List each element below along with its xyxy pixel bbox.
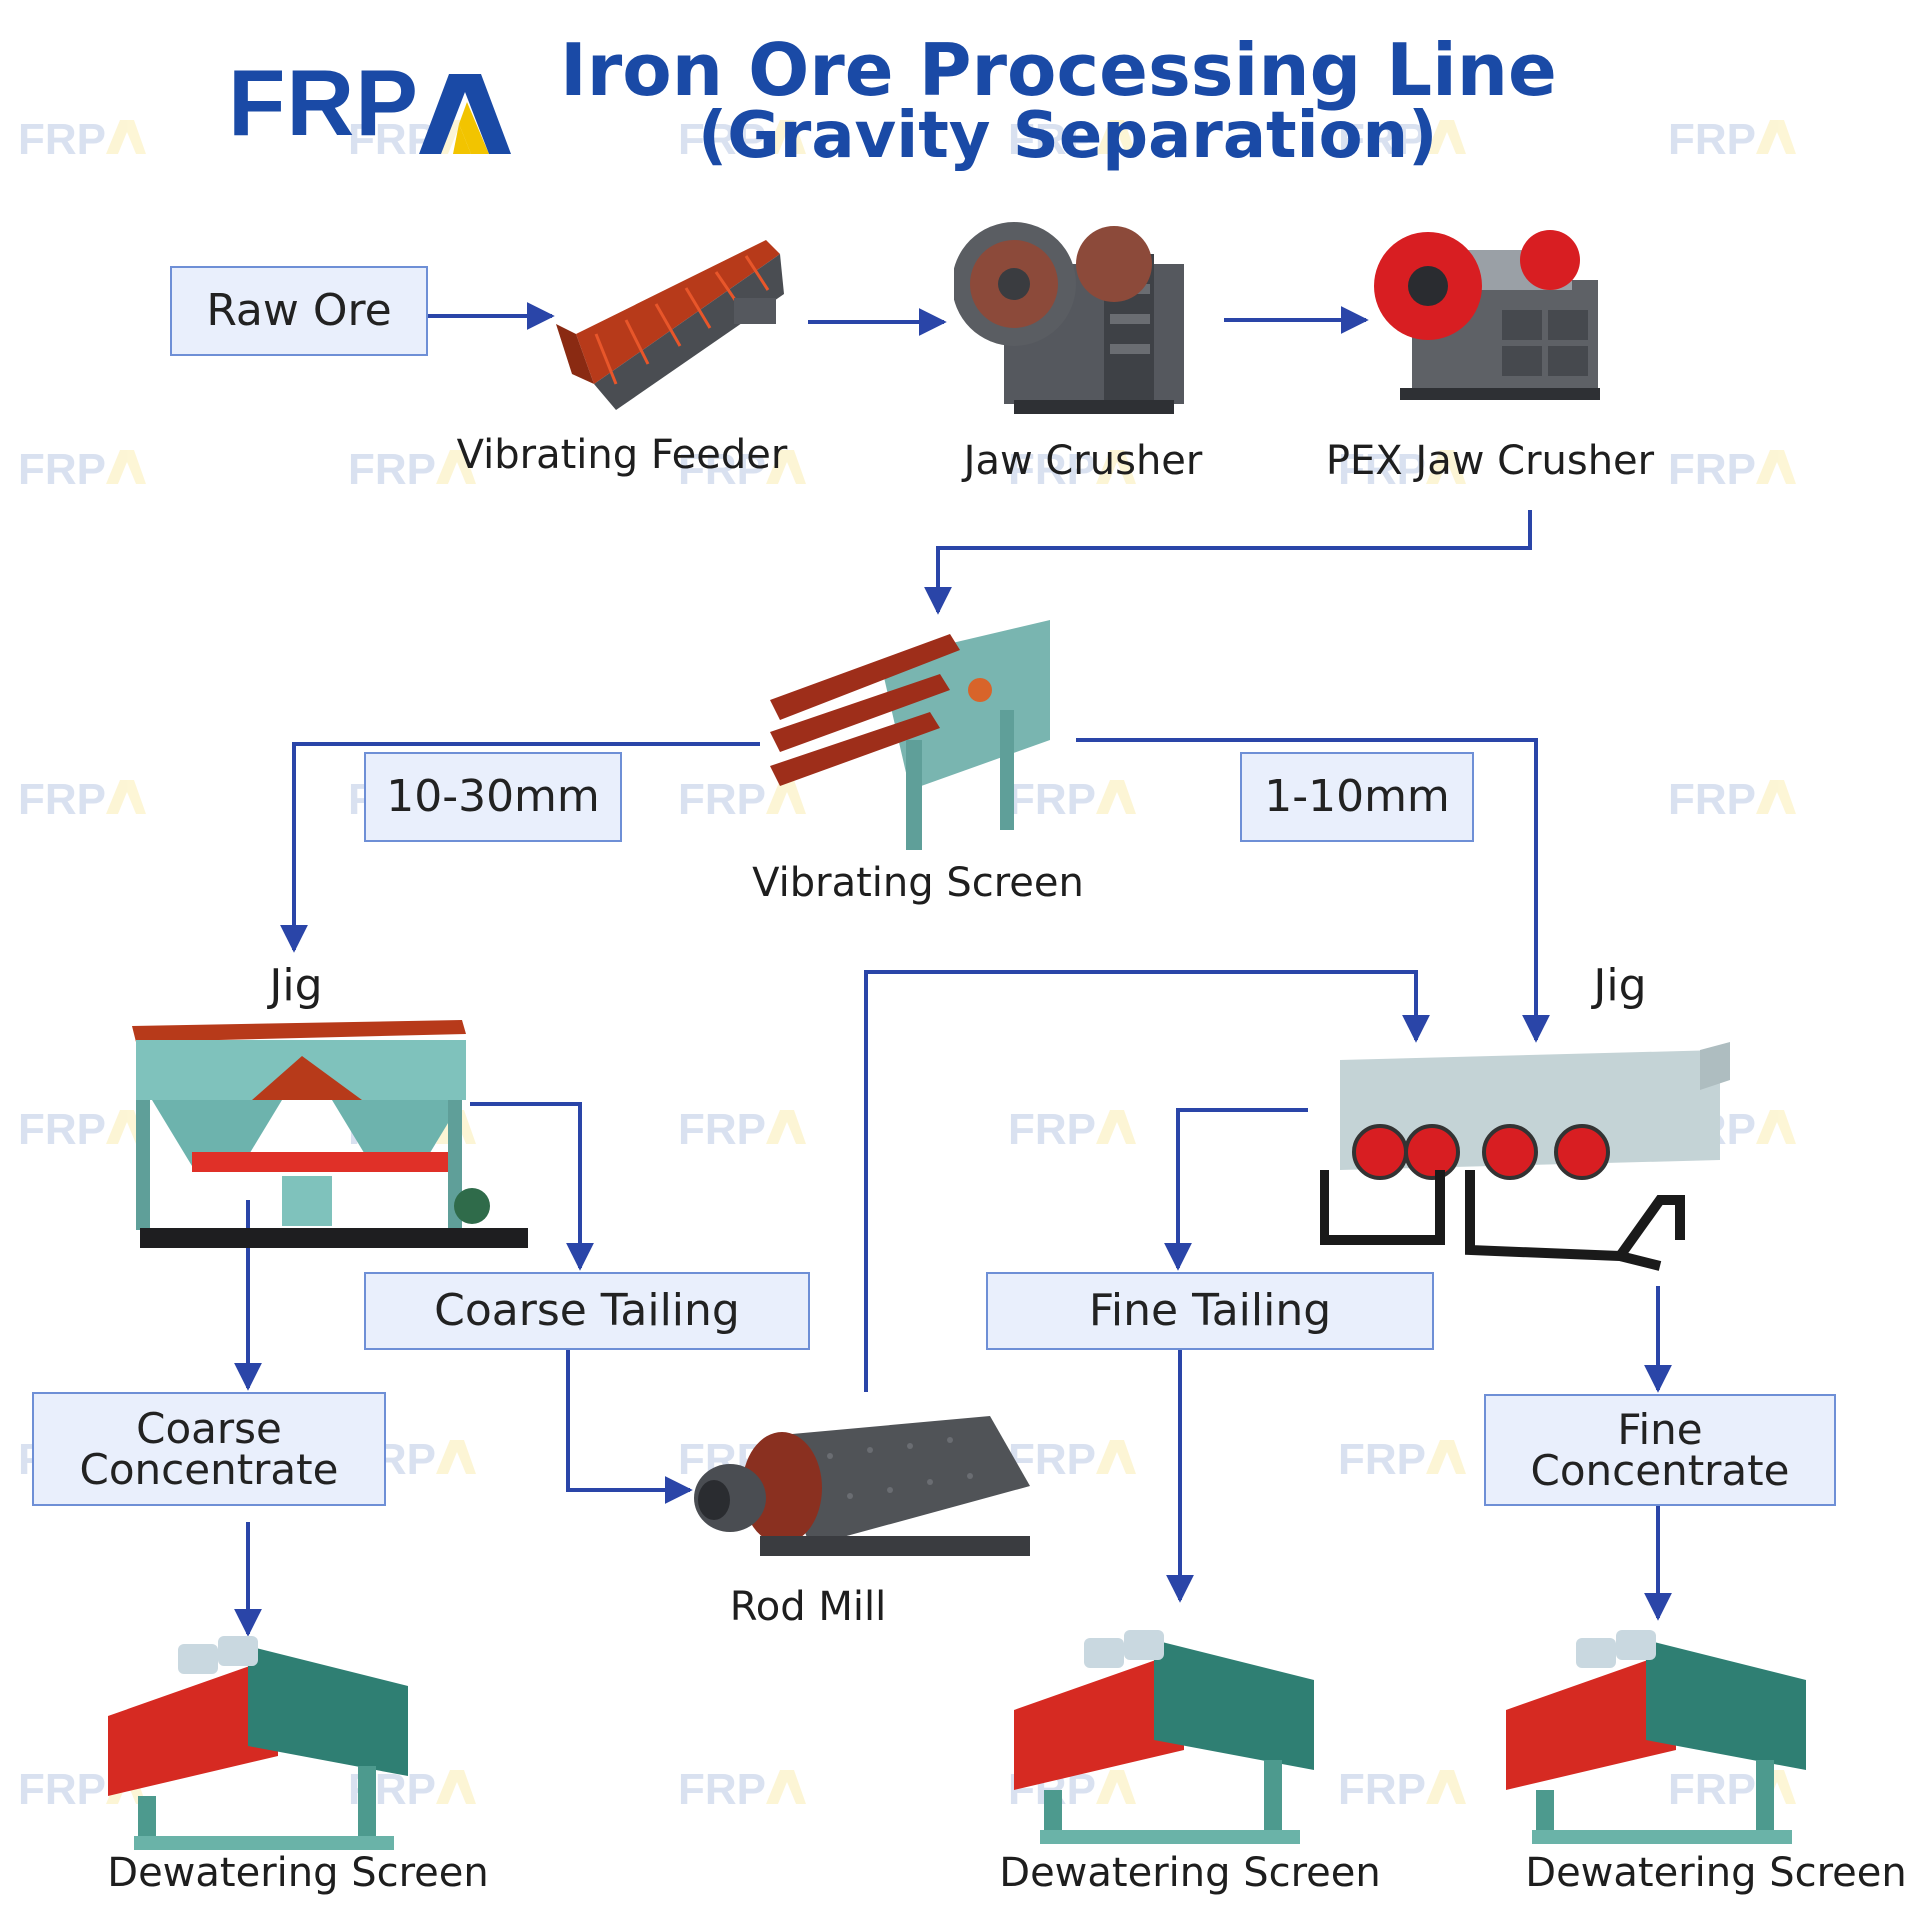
page-subtitle: (Gravity Separation)	[698, 99, 1438, 173]
svg-text:FRP: FRP	[1338, 1435, 1426, 1484]
dewatering-screen-2-illustration	[1014, 1630, 1314, 1844]
svg-text:FRP: FRP	[678, 115, 766, 164]
svg-text:FRP: FRP	[1338, 445, 1426, 494]
svg-text:FRP: FRP	[1008, 445, 1096, 494]
rod-mill-label: Rod Mill	[729, 1584, 887, 1630]
fine-concentrate-box: Fine Concentrate	[1484, 1394, 1836, 1506]
svg-text:FRP: FRP	[348, 115, 436, 164]
brand-logo-text: FRP	[228, 50, 419, 155]
dewatering-screen-3-illustration	[1506, 1630, 1806, 1844]
watermark-logo: FRP	[678, 775, 806, 824]
watermark-logo: FRP	[1008, 1105, 1136, 1154]
svg-text:FRP: FRP	[18, 115, 106, 164]
watermark-logo: FRP	[348, 445, 476, 494]
vibrating-screen-illustration	[770, 620, 1050, 850]
svg-text:FRP: FRP	[18, 445, 106, 494]
watermark-logo: FRP	[18, 1105, 146, 1154]
arrow-jigleft-coarsetailing	[470, 1102, 594, 1271]
svg-text:FRP: FRP	[1668, 775, 1756, 824]
watermark-logo: FRP	[1008, 775, 1136, 824]
jig-right-label: Jig	[1593, 960, 1647, 1011]
svg-text:FRP: FRP	[678, 445, 766, 494]
arrow-screen-jig-right	[1076, 738, 1550, 1043]
svg-text:FRP: FRP	[1668, 115, 1756, 164]
svg-text:FRP: FRP	[18, 1105, 106, 1154]
vibrating-feeder-label: Vibrating Feeder	[456, 432, 788, 478]
size-coarse-box: 10-30mm	[364, 752, 622, 842]
watermark-logo: FRP	[678, 1105, 806, 1154]
page-title: Iron Ore Processing Line	[560, 28, 1557, 112]
pex-jaw-crusher-illustration	[1374, 230, 1600, 400]
fine-tailing-box: Fine Tailing	[986, 1272, 1434, 1350]
watermark-logo: FRP	[1338, 445, 1466, 494]
arrow-mill-jig-right	[864, 970, 1430, 1392]
pex-jaw-crusher-label: PEX Jaw Crusher	[1325, 438, 1655, 484]
vibrating-screen-label: Vibrating Screen	[752, 860, 1084, 906]
watermark-logo: FRP	[1338, 1765, 1466, 1814]
svg-text:FRP: FRP	[1008, 1105, 1096, 1154]
watermark-logo: FRP	[1338, 115, 1466, 164]
jig-right-illustration	[1320, 1042, 1730, 1271]
dewatering-screen-1-illustration	[108, 1636, 408, 1850]
arrow-coarsetailing-mill	[566, 1350, 693, 1504]
size-fine-box: 1-10mm	[1240, 752, 1474, 842]
svg-text:FRP: FRP	[1338, 115, 1426, 164]
watermark-logo: FRP	[18, 775, 146, 824]
coarse-concentrate-box: Coarse Concentrate	[32, 1392, 386, 1506]
watermark-logo: FRP	[678, 115, 806, 164]
dewatering-screen-2-label: Dewatering Screen	[999, 1850, 1381, 1896]
watermark-logo: FRP	[1668, 445, 1796, 494]
svg-text:FRP: FRP	[18, 1765, 106, 1814]
svg-text:FRP: FRP	[1008, 775, 1096, 824]
watermark-logo: FRP	[1668, 775, 1796, 824]
svg-text:FRP: FRP	[1008, 115, 1096, 164]
watermark-logo: FRP	[348, 115, 476, 164]
svg-text:FRP: FRP	[348, 445, 436, 494]
watermark-logo: FRP	[678, 1765, 806, 1814]
jaw-crusher-illustration	[954, 222, 1184, 414]
arrow-pex-screen	[924, 510, 1532, 615]
watermark-logo: FRP	[18, 445, 146, 494]
svg-text:FRP: FRP	[678, 775, 766, 824]
dewatering-screen-1-label: Dewatering Screen	[107, 1850, 489, 1896]
watermark-logo: FRP	[1338, 1435, 1466, 1484]
svg-text:FRP: FRP	[1668, 445, 1756, 494]
svg-text:FRP: FRP	[678, 1105, 766, 1154]
svg-text:FRP: FRP	[678, 1765, 766, 1814]
jaw-crusher-label: Jaw Crusher	[963, 438, 1203, 484]
jig-left-label: Jig	[269, 960, 323, 1011]
raw-ore-box: Raw Ore	[170, 266, 428, 356]
svg-text:FRP: FRP	[1338, 1765, 1426, 1814]
watermark-logo: FRP	[18, 115, 146, 164]
vibrating-feeder-illustration	[556, 240, 784, 410]
logo-a-mark-icon	[419, 70, 511, 154]
watermark-logo: FRP	[678, 445, 806, 494]
brand-logo: FRP	[228, 56, 511, 154]
watermark-logo: FRP	[1008, 115, 1136, 164]
watermark-logo: FRP	[1668, 115, 1796, 164]
arrow-jigright-finetailing	[1164, 1108, 1308, 1271]
svg-text:FRP: FRP	[18, 775, 106, 824]
arrow-screen-jig-left	[280, 742, 760, 953]
dewatering-screen-3-label: Dewatering Screen	[1525, 1850, 1907, 1896]
watermark-logo: FRP	[1008, 445, 1136, 494]
rod-mill-illustration	[694, 1416, 1030, 1556]
svg-text:FRP: FRP	[1668, 1765, 1756, 1814]
jig-left-illustration	[132, 1020, 528, 1248]
coarse-tailing-box: Coarse Tailing	[364, 1272, 810, 1350]
